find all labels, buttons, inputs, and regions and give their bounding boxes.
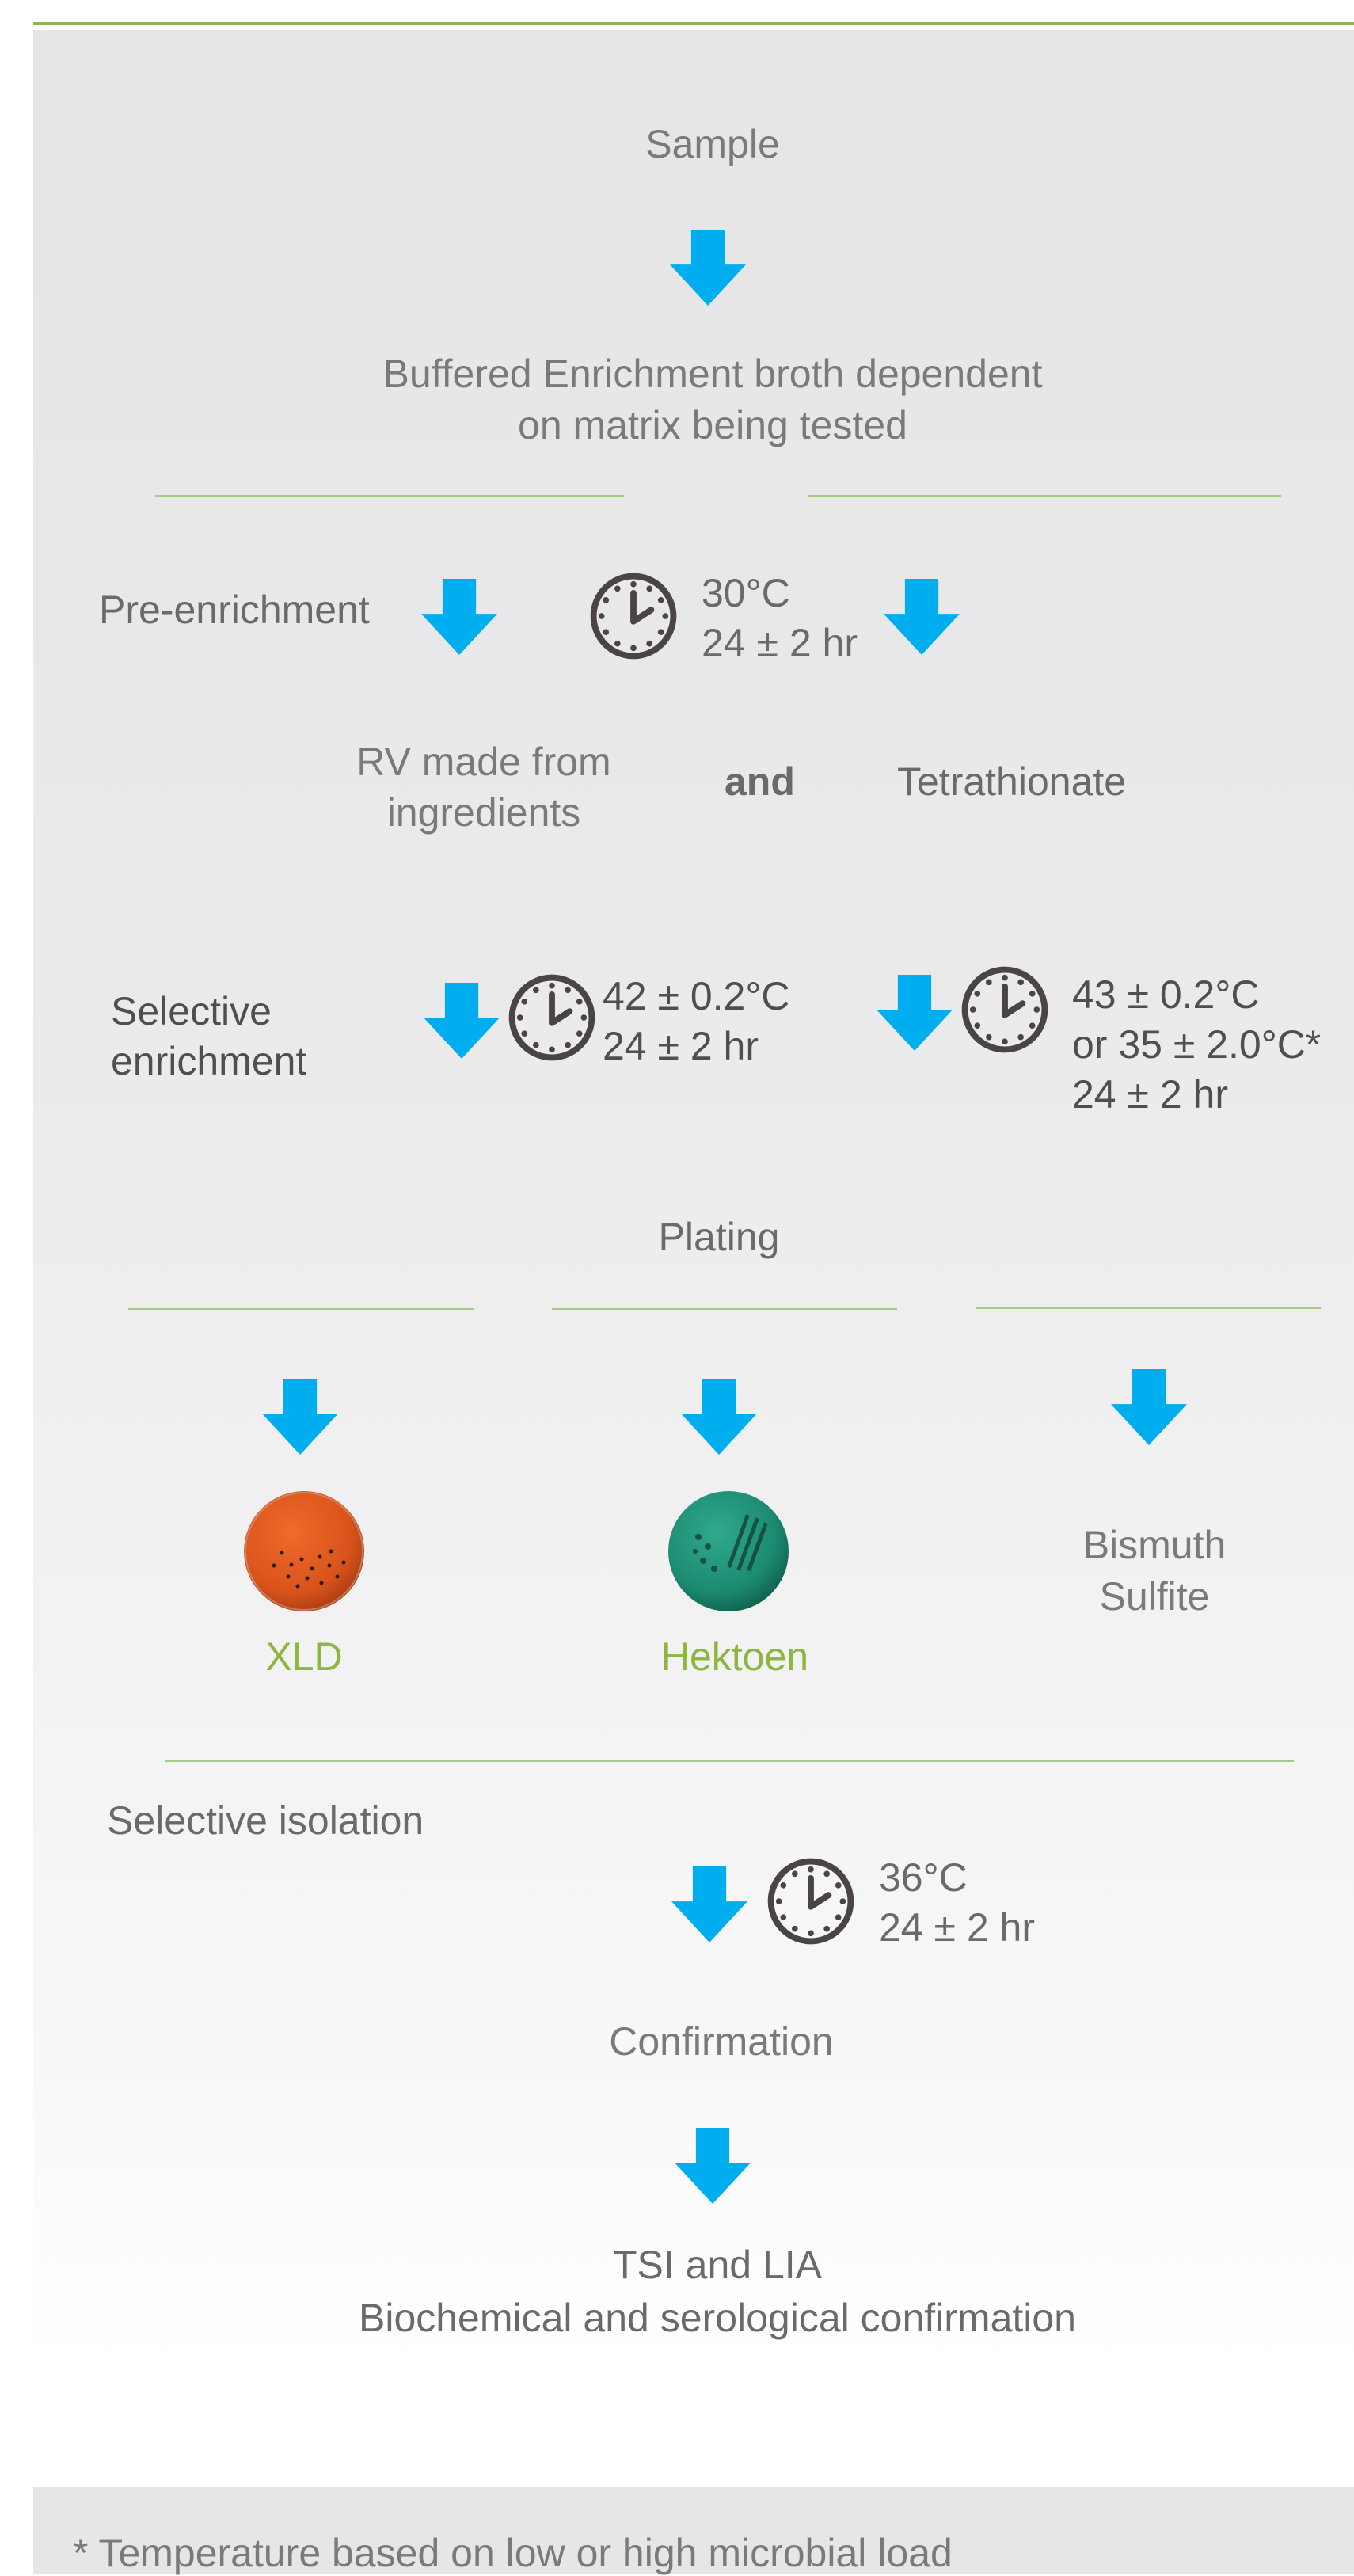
selective-enrichment-label-1: Selective xyxy=(111,989,272,1033)
rv-media-line-2: ingredients xyxy=(386,790,581,835)
xld-label: XLD xyxy=(265,1634,343,1679)
tetrathionate-label: Tetrathionate xyxy=(897,759,1127,804)
divider-line xyxy=(165,1760,1294,1762)
plating-label: Plating xyxy=(658,1215,780,1259)
divider-line xyxy=(155,495,624,497)
selective-isolation-label: Selective isolation xyxy=(107,1798,424,1843)
selective-isolation-temp: 36°C xyxy=(879,1855,968,1900)
bismuth-sulfite-line-1: Bismuth xyxy=(1082,1523,1227,1567)
down-arrow-icon xyxy=(262,1376,338,1458)
right-enrichment-time: 24 ± 2 hr xyxy=(1072,1072,1228,1117)
clock-icon xyxy=(960,965,1049,1054)
flowchart-panel xyxy=(33,30,1354,2363)
divider-line xyxy=(976,1307,1321,1309)
sample-label: Sample xyxy=(645,122,780,166)
pre-enrichment-label: Pre-enrichment xyxy=(99,588,370,632)
down-arrow-icon xyxy=(670,226,746,309)
and-label: and xyxy=(725,759,795,804)
hektoen-label: Hektoen xyxy=(660,1634,809,1679)
right-enrichment-temp: 43 ± 0.2°C xyxy=(1072,972,1260,1017)
down-arrow-icon xyxy=(421,576,497,658)
pre-enrichment-temp: 30°C xyxy=(702,571,790,615)
clock-icon xyxy=(589,572,678,660)
down-arrow-icon xyxy=(671,1863,747,1946)
down-arrow-icon xyxy=(681,1376,757,1458)
divider-line xyxy=(808,495,1281,497)
down-arrow-icon xyxy=(877,972,953,1054)
footnote-bar xyxy=(33,2487,1354,2574)
broth-line-1: Buffered Enrichment broth dependent xyxy=(382,352,1043,396)
clock-icon xyxy=(766,1857,855,1946)
xld-plate-image xyxy=(244,1491,364,1611)
footnote-text: * Temperature based on low or high micro… xyxy=(73,2531,953,2575)
pre-enrichment-time: 24 ± 2 hr xyxy=(702,621,858,665)
divider-line xyxy=(552,1308,897,1310)
left-enrichment-time: 24 ± 2 hr xyxy=(603,1024,759,1068)
down-arrow-icon xyxy=(424,980,500,1062)
down-arrow-icon xyxy=(884,576,960,658)
right-enrichment-alt-temp: or 35 ± 2.0°C* xyxy=(1072,1022,1322,1067)
divider-line xyxy=(128,1308,474,1310)
confirmation-line-1: TSI and LIA xyxy=(612,2243,823,2287)
left-enrichment-temp: 42 ± 0.2°C xyxy=(603,974,790,1018)
broth-line-2: on matrix being tested xyxy=(518,403,907,447)
bismuth-sulfite-line-2: Sulfite xyxy=(1099,1574,1210,1619)
hektoen-plate-image xyxy=(668,1491,789,1611)
selective-enrichment-label-2: enrichment xyxy=(111,1039,307,1083)
confirmation-label: Confirmation xyxy=(609,2019,834,2064)
rv-media-line-1: RV made from xyxy=(356,740,611,784)
down-arrow-icon xyxy=(675,2125,751,2207)
clock-icon xyxy=(508,973,596,1062)
down-arrow-icon xyxy=(1111,1366,1187,1448)
top-divider xyxy=(33,22,1354,25)
selective-isolation-time: 24 ± 2 hr xyxy=(879,1905,1035,1950)
confirmation-line-2: Biochemical and serological confirmation xyxy=(358,2296,1076,2340)
